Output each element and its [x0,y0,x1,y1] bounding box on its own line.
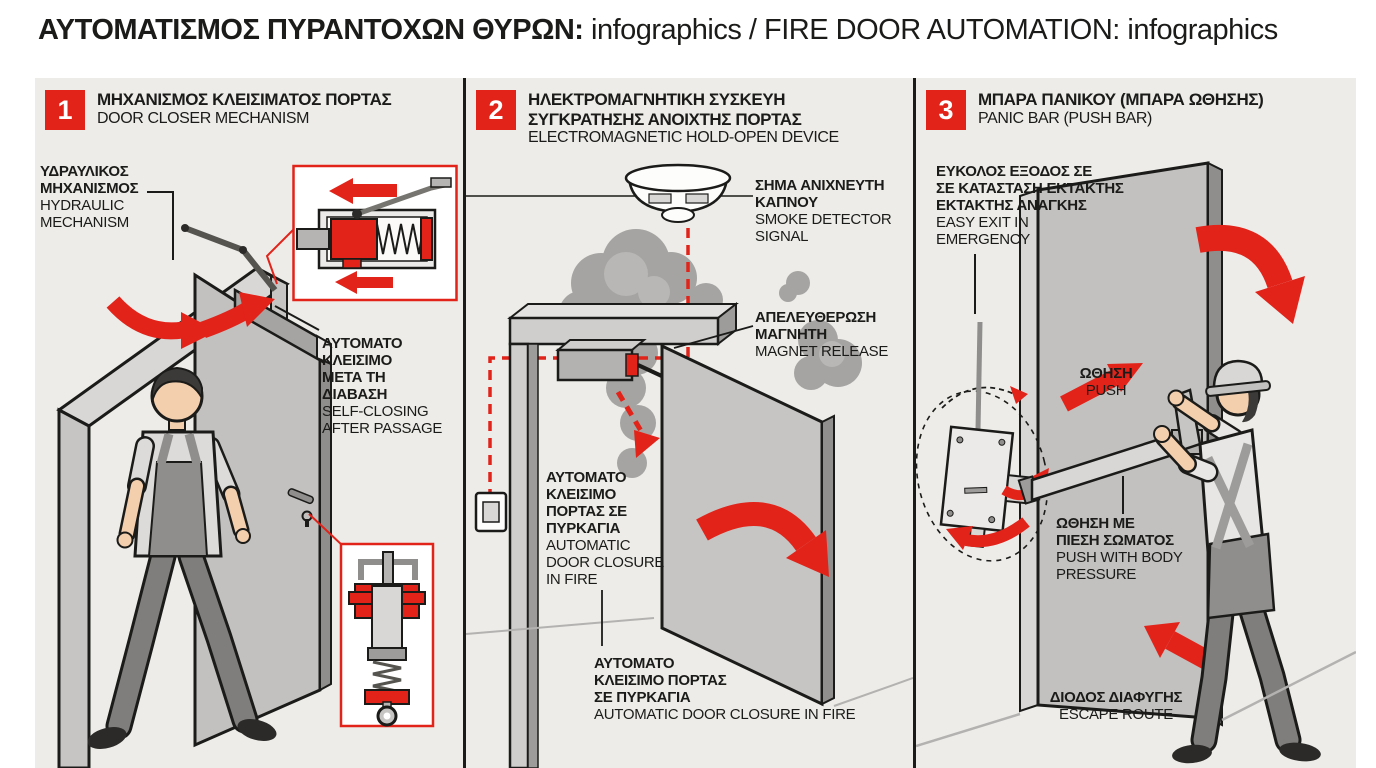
walking-man [87,366,277,749]
panel-2-header: 2 ΗΛΕΚΤΡΟΜΑΓΝΗΤΙΚΗ ΣΥΣΚΕΥΗ ΣΥΓΚΡΑΤΗΣΗΣ Α… [476,90,839,148]
label-magnet-release: ΑΠΕΛΕΥΘΕΡΩΣΗ ΜΑΓΝΗΤΗ MAGNET RELEASE [755,309,889,361]
panel-hold-open-device: 2 ΗΛΕΚΤΡΟΜΑΓΝΗΤΙΚΗ ΣΥΣΚΕΥΗ ΣΥΓΚΡΑΤΗΣΗΣ Α… [466,78,913,768]
panel-3-header: 3 ΜΠΑΡΑ ΠΑΝΙΚΟΥ (ΜΠΑΡΑ ΩΘΗΣΗΣ) PANIC BAR… [926,90,1264,130]
smoke-detector [624,163,732,223]
hydraulic-inset-top [265,164,458,302]
label-escape-route: ΔΙΟΔΟΣ ΔΙΑΦΥΓΗΣ ESCAPE ROUTE [1028,689,1204,724]
label-self-closing: ΑΥΤΟΜΑΤΟ ΚΛΕΙΣΙΜΟ ΜΕΤΑ ΤΗ ΔΙΑΒΑΣΗ SELF-C… [322,335,443,438]
panic-bar-illustration [916,161,1356,764]
label-auto-closure-bottom-en: AUTOMATIC DOOR CLOSURE IN FIRE [594,705,856,723]
label-self-closing-en: SELF-CLOSING AFTER PASSAGE [322,402,443,437]
label-magnet-release-en: MAGNET RELEASE [755,342,889,360]
label-push-en: PUSH [1085,381,1127,399]
label-self-closing-el: ΑΥΤΟΜΑΤΟ ΚΛΕΙΣΙΜΟ ΜΕΤΑ ΤΗ ΔΙΑΒΑΣΗ [322,335,403,403]
floor-lines [466,617,913,707]
page-title-rest: infographics / FIRE DOOR AUTOMATION: inf… [583,14,1278,46]
panel-door-closer: 1 ΜΗΧΑΝΙΣΜΟΣ ΚΛΕΙΣΙΜΑΤΟΣ ΠΟΡΤΑΣ DOOR CLO… [35,78,463,768]
label-hydraulic-mechanism-el: ΥΔΡΑΥΛΙΚΟΣ ΜΗΧΑΝΙΣΜΟΣ [40,163,139,197]
hold-open-illustration [466,163,913,768]
label-push-with-body: ΩΘΗΣΗ ΜΕ ΠΙΕΣΗ ΣΩΜΑΤΟΣ PUSH WITH BODY PR… [1056,515,1183,584]
label-auto-closure-bottom: ΑΥΤΟΜΑΤΟ ΚΛΕΙΣΙΜΟ ΠΟΡΤΑΣ ΣΕ ΠΥΡΚΑΓΙΑ AUT… [594,655,856,724]
label-escape-route-el: ΔΙΟΔΟΣ ΔΙΑΦΥΓΗΣ [1049,689,1183,706]
label-magnet-release-el: ΑΠΕΛΕΥΘΕΡΩΣΗ ΜΑΓΝΗΤΗ [755,309,877,343]
release-dashed-arrow [615,390,660,458]
label-auto-closure-side: ΑΥΤΟΜΑΤΟ ΚΛΕΙΣΙΜΟ ΠΟΡΤΑΣ ΣΕ ΠΥΡΚΑΓΙΑ AUT… [546,469,665,589]
hydraulic-inset-bottom [308,513,435,728]
panel-3-title-el: ΜΠΑΡΑ ΠΑΝΙΚΟΥ (ΜΠΑΡΑ ΩΘΗΣΗΣ) [978,90,1264,109]
panel-3-number-badge: 3 [926,90,966,130]
panel-1-titles: ΜΗΧΑΝΙΣΜΟΣ ΚΛΕΙΣΙΜΑΤΟΣ ΠΟΡΤΑΣ DOOR CLOSE… [97,90,392,130]
push-arrow [1060,363,1143,412]
door-closer-illustration [56,164,458,768]
page-title: ΑΥΤΟΜΑΤΙΣΜΟΣ ΠΥΡΑΝΤΟΧΩΝ ΘΥΡΩΝ: infograph… [38,14,1278,47]
closing-arrows [106,292,275,349]
magnet-device [555,339,667,382]
worker-figure [1153,359,1321,764]
panel-1-title-en: DOOR CLOSER MECHANISM [97,109,310,127]
label-escape-route-en: ESCAPE ROUTE [1059,705,1173,723]
label-auto-closure-side-en: AUTOMATIC DOOR CLOSURE IN FIRE [546,536,665,588]
label-push-with-body-el: ΩΘΗΣΗ ΜΕ ΠΙΕΣΗ ΣΩΜΑΤΟΣ [1056,515,1174,549]
label-easy-exit-en: EASY EXIT IN EMERGENCY [936,213,1030,248]
pointer-lines [601,325,754,646]
panel-3-title-en: PANIC BAR (PUSH BAR) [978,109,1152,127]
label-easy-exit: ΕΥΚΟΛΟΣ ΕΞΟΔΟΣ ΣΕ ΣΕ ΚΑΤΑΣΤΑΣΗ ΕΚΤΑΚΤΗΣ … [936,163,1124,249]
pointer-lines [974,254,1124,514]
label-auto-closure-side-el: ΑΥΤΟΜΑΤΟ ΚΛΕΙΣΙΜΟ ΠΟΡΤΑΣ ΣΕ ΠΥΡΚΑΓΙΑ [546,469,627,537]
panel-divider-2 [913,78,916,768]
pointer-lines [147,191,320,331]
label-hydraulic-mechanism-en: HYDRAULIC MECHANISM [40,196,129,231]
label-smoke-detector-signal: ΣΗΜΑ ΑΝΙΧΝΕΥΤΗ ΚΑΠΝΟΥ SMOKE DETECTOR SIG… [755,177,892,246]
label-auto-closure-bottom-el: ΑΥΤΟΜΑΤΟ ΚΛΕΙΣΙΜΟ ΠΟΡΤΑΣ ΣΕ ΠΥΡΚΑΓΙΑ [594,655,727,706]
label-smoke-detector-signal-en: SMOKE DETECTOR SIGNAL [755,210,892,245]
panel-2-titles: ΗΛΕΚΤΡΟΜΑΓΝΗΤΙΚΗ ΣΥΣΚΕΥΗ ΣΥΓΚΡΑΤΗΣΗΣ ΑΝΟ… [528,90,839,148]
smoke-puffs [559,229,862,478]
panel-1-title-el: ΜΗΧΑΝΙΣΜΟΣ ΚΛΕΙΣΙΜΑΤΟΣ ΠΟΡΤΑΣ [97,90,392,109]
panel-1-number-badge: 1 [45,90,85,130]
label-hydraulic-mechanism: ΥΔΡΑΥΛΙΚΟΣ ΜΗΧΑΝΙΣΜΟΣ HYDRAULIC MECHANIS… [40,163,139,232]
exit-swing-arrow [1195,224,1305,324]
floor-lines [916,650,1356,748]
panel-2-title-el: ΗΛΕΚΤΡΟΜΑΓΝΗΤΙΚΗ ΣΥΣΚΕΥΗ ΣΥΓΚΡΑΤΗΣΗΣ ΑΝΟ… [528,90,802,129]
panel-panic-bar: 3 ΜΠΑΡΑ ΠΑΝΙΚΟΥ (ΜΠΑΡΑ ΩΘΗΣΗΣ) PANIC BAR… [916,78,1356,768]
label-easy-exit-el: ΕΥΚΟΛΟΣ ΕΞΟΔΟΣ ΣΕ ΣΕ ΚΑΤΑΣΤΑΣΗ ΕΚΤΑΚΤΗΣ … [936,163,1124,214]
page-title-greek: ΑΥΤΟΜΑΤΙΣΜΟΣ ΠΥΡΑΝΤΟΧΩΝ ΘΥΡΩΝ: [38,14,584,46]
panel-divider-1 [463,78,466,768]
panel-3-titles: ΜΠΑΡΑ ΠΑΝΙΚΟΥ (ΜΠΑΡΑ ΩΘΗΣΗΣ) PANIC BAR (… [978,90,1264,130]
label-smoke-detector-signal-el: ΣΗΜΑ ΑΝΙΧΝΕΥΤΗ ΚΑΠΝΟΥ [755,177,885,211]
panel-2-title-en: ELECTROMAGNETIC HOLD-OPEN DEVICE [528,129,839,147]
door-frame [507,301,739,768]
label-push-with-body-en: PUSH WITH BODY PRESSURE [1056,548,1183,583]
wall-switch [474,491,508,533]
panels-row: 1 ΜΗΧΑΝΙΣΜΟΣ ΚΛΕΙΣΙΜΑΤΟΣ ΠΟΡΤΑΣ DOOR CLO… [35,78,1356,768]
label-push-el: ΩΘΗΣΗ [1079,365,1133,382]
panel-2-number-badge: 2 [476,90,516,130]
label-push: ΩΘΗΣΗ PUSH [1064,365,1148,400]
panel-1-header: 1 ΜΗΧΑΝΙΣΜΟΣ ΚΛΕΙΣΙΜΑΤΟΣ ΠΟΡΤΑΣ DOOR CLO… [45,90,392,130]
door-swing-arrow [696,501,829,577]
